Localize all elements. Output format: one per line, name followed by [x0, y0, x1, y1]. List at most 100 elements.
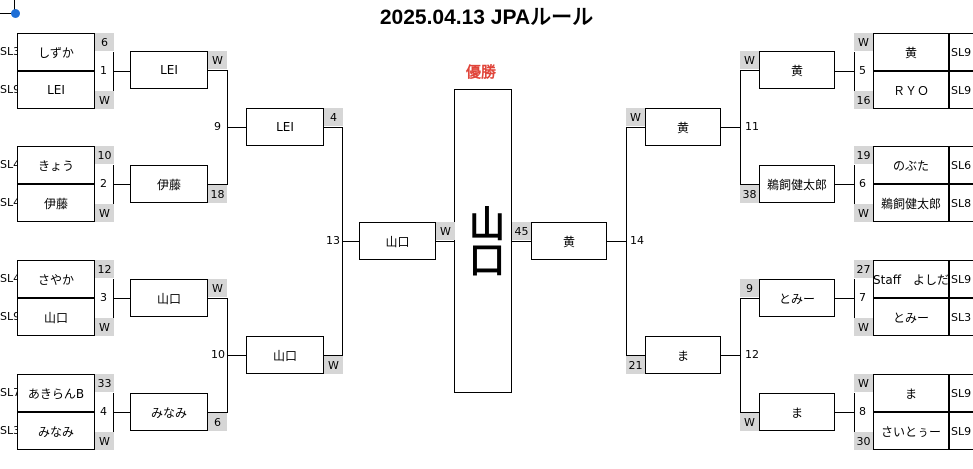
bracket-line [740, 298, 760, 299]
score-cell: 16 [854, 91, 873, 109]
seed-level: SL9 [949, 260, 973, 298]
match-number: 2 [100, 177, 107, 190]
score-cell: 9 [740, 279, 759, 297]
bracket-line [227, 127, 247, 128]
player-name-box[interactable]: 山口 [130, 279, 208, 317]
player-name-box[interactable]: みなみ [17, 412, 95, 450]
score-cell: W [740, 51, 759, 69]
score-cell: 18 [208, 185, 227, 203]
match-number: 11 [745, 120, 759, 133]
player-name-box[interactable]: みなみ [130, 393, 208, 431]
match-number: 6 [859, 177, 866, 190]
score-cell: 19 [854, 146, 873, 164]
match-number: 13 [326, 234, 340, 247]
bracket-line [854, 165, 855, 204]
score-cell: W [208, 51, 227, 69]
score-cell: 45 [512, 222, 531, 240]
bracket-line [626, 355, 645, 356]
player-name-box[interactable]: さいとぅー [873, 412, 949, 450]
bracket-line [342, 241, 360, 242]
seed-level: SL7 [0, 386, 21, 399]
player-name-box[interactable]: ま [759, 393, 835, 431]
player-name-box[interactable]: Staff よしだ [873, 260, 949, 298]
player-name-box[interactable]: LEI [130, 51, 208, 89]
player-name-box[interactable]: 黄 [645, 108, 721, 146]
score-cell: 6 [208, 413, 227, 431]
score-cell: W [854, 318, 873, 336]
player-name-box[interactable]: LEI [17, 71, 95, 109]
player-name-box[interactable]: 鵜飼健太郎 [759, 165, 835, 203]
player-name-box[interactable]: 伊藤 [130, 165, 208, 203]
match-number: 1 [100, 64, 107, 77]
bracket-line [113, 184, 131, 185]
seed-level: SL6 [949, 146, 973, 184]
score-cell: W [208, 279, 227, 297]
seed-level: SL9 [949, 33, 973, 71]
player-name-box[interactable]: 山口 [17, 298, 95, 336]
player-name-box[interactable]: さやか [17, 260, 95, 298]
match-number: 10 [211, 348, 225, 361]
champion-box[interactable]: 山口 [454, 89, 512, 393]
player-name-box[interactable]: とみー [759, 279, 835, 317]
seed-level: SL9 [0, 83, 21, 96]
finalist-box[interactable]: 黄 [531, 222, 607, 260]
score-cell: 33 [95, 374, 114, 392]
bracket-line [721, 127, 741, 128]
score-cell: W [95, 432, 114, 450]
bracket-line [626, 127, 645, 128]
seed-level: SL9 [949, 71, 973, 109]
match-number: 14 [630, 234, 644, 247]
bracket-line [512, 241, 532, 242]
player-name-box[interactable]: 鵜飼健太郎 [873, 184, 949, 222]
score-cell: W [324, 356, 343, 374]
match-number: 3 [100, 291, 107, 304]
seed-level: SL8 [949, 184, 973, 222]
bracket-line [607, 241, 627, 242]
score-cell: W [854, 374, 873, 392]
score-cell: W [740, 413, 759, 431]
score-cell: W [95, 91, 114, 109]
finalist-box[interactable]: 山口 [359, 222, 436, 260]
match-number: 9 [214, 120, 221, 133]
player-name-box[interactable]: とみー [873, 298, 949, 336]
score-cell: 38 [740, 185, 759, 203]
bracket-line [227, 355, 247, 356]
bracket-line [324, 127, 343, 128]
bracket-line [208, 184, 228, 185]
player-name-box[interactable]: 伊藤 [17, 184, 95, 222]
handle-line [0, 13, 15, 14]
player-name-box[interactable]: ま [645, 336, 721, 374]
score-cell: 30 [854, 432, 873, 450]
player-name-box[interactable]: しずか [17, 33, 95, 71]
bracket-line [854, 52, 855, 91]
handle-line [14, 0, 15, 14]
bracket-line [208, 412, 228, 413]
player-name-box[interactable]: LEI [246, 108, 324, 146]
player-name-box[interactable]: ＲＹＯ [873, 71, 949, 109]
player-name-box[interactable]: ま [873, 374, 949, 412]
page-title: 2025.04.13 JPAルール [379, 6, 594, 29]
player-name-box[interactable]: のぶた [873, 146, 949, 184]
selection-handle-icon[interactable] [11, 9, 20, 18]
player-name-box[interactable]: 山口 [246, 336, 324, 374]
score-cell: W [626, 108, 645, 126]
match-number: 7 [859, 291, 866, 304]
player-name-box[interactable]: 黄 [759, 51, 835, 89]
seed-level: SL4 [0, 158, 21, 171]
seed-level: SL9 [0, 310, 21, 323]
player-name-box[interactable]: 黄 [873, 33, 949, 71]
match-number: 5 [859, 64, 866, 77]
player-name-box[interactable]: あきらんB [17, 374, 95, 412]
score-cell: W [854, 33, 873, 51]
champion-label: 優勝 [466, 63, 497, 81]
match-number: 4 [100, 405, 107, 418]
bracket-line [740, 70, 760, 71]
bracket-line [835, 184, 855, 185]
bracket-line [626, 127, 627, 356]
player-name-box[interactable]: きょう [17, 146, 95, 184]
score-cell: 21 [626, 356, 645, 374]
seed-level: SL9 [949, 374, 973, 412]
match-number: 12 [745, 348, 759, 361]
bracket-line [324, 355, 343, 356]
bracket-line [740, 412, 760, 413]
